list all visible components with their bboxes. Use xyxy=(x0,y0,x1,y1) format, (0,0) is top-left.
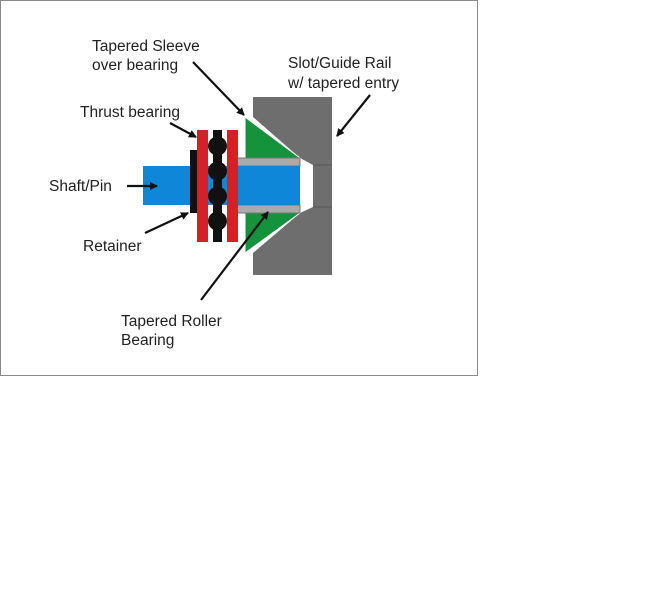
roller-bearing-top xyxy=(236,157,301,167)
label-slot-line1: Slot/Guide Rail xyxy=(288,55,391,72)
arrow-sleeve xyxy=(192,61,245,116)
label-retainer: Retainer xyxy=(83,238,142,255)
arrow-retainer xyxy=(144,212,189,234)
retainer xyxy=(190,150,197,213)
arrow-slot xyxy=(336,94,371,137)
roller-bearing-bottom xyxy=(236,204,301,214)
ball xyxy=(208,211,227,231)
label-thrust: Thrust bearing xyxy=(80,104,180,121)
arrow-thrust xyxy=(169,122,197,138)
thrust-plate-left xyxy=(197,130,208,242)
arrow-roller xyxy=(200,211,269,301)
ball xyxy=(208,186,227,206)
ball xyxy=(208,136,227,156)
label-slot-line2: w/ tapered entry xyxy=(287,75,399,92)
label-roller-line1: Tapered Roller xyxy=(121,313,222,330)
thrust-plate-right xyxy=(227,130,238,242)
label-shaft: Shaft/Pin xyxy=(49,178,112,195)
label-sleeve-line1: Tapered Sleeve xyxy=(92,38,200,55)
ball-cage xyxy=(213,130,222,242)
label-roller-line2: Bearing xyxy=(121,332,174,349)
ball xyxy=(208,161,227,181)
label-sleeve-line2: over bearing xyxy=(92,57,178,74)
